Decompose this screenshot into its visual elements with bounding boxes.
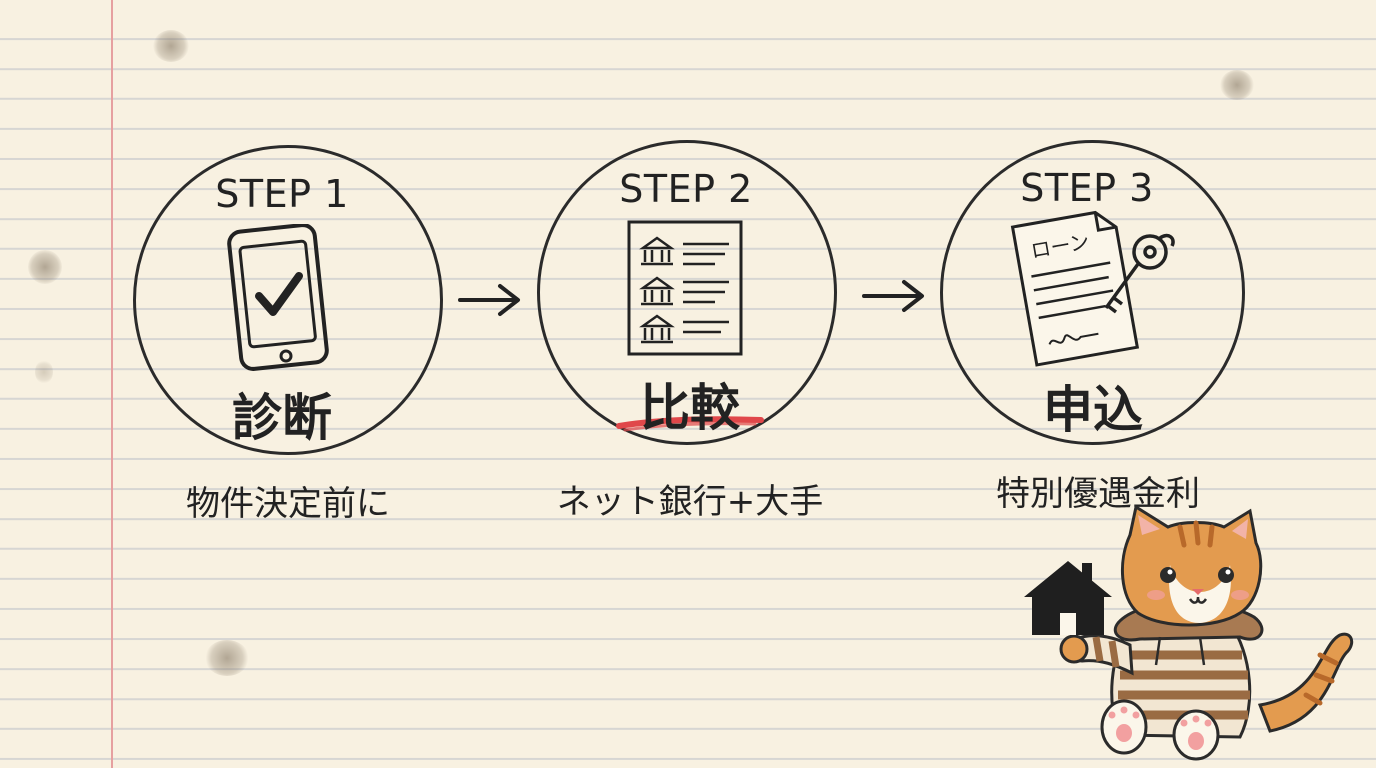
coffee-stain [28,250,62,284]
step-3-description: 特別優遇金利 [996,474,1200,514]
red-highlight-underline [616,416,764,432]
step-1-circle [133,145,443,455]
step-2-circle [537,140,837,445]
step-2-label: STEP 2 [619,167,753,211]
step-1-label: STEP 1 [215,172,349,216]
step-3-label: STEP 3 [1020,166,1154,210]
step-3-circle [940,140,1245,445]
coffee-stain [35,360,53,384]
step-1-description: 物件決定前に [186,484,390,524]
step-2-title: 比較 [640,379,740,437]
smartphone-check-icon [227,224,329,371]
arrow-right-icon [862,280,924,312]
house-icon [1024,561,1112,635]
step-3-title: 申込 [1043,381,1143,439]
arrow-right-icon [458,284,520,316]
cat-mascot-illustration [1024,505,1354,761]
step-1-title: 診断 [232,389,332,447]
loan-document-key-icon: ローン [1010,210,1175,367]
coffee-stain [1220,70,1254,100]
notebook-margin-line [111,0,113,768]
coffee-stain [205,640,249,676]
bank-list-icon [627,220,743,356]
step-2-description: ネット銀行+大手 [556,482,824,522]
coffee-stain [153,30,189,62]
